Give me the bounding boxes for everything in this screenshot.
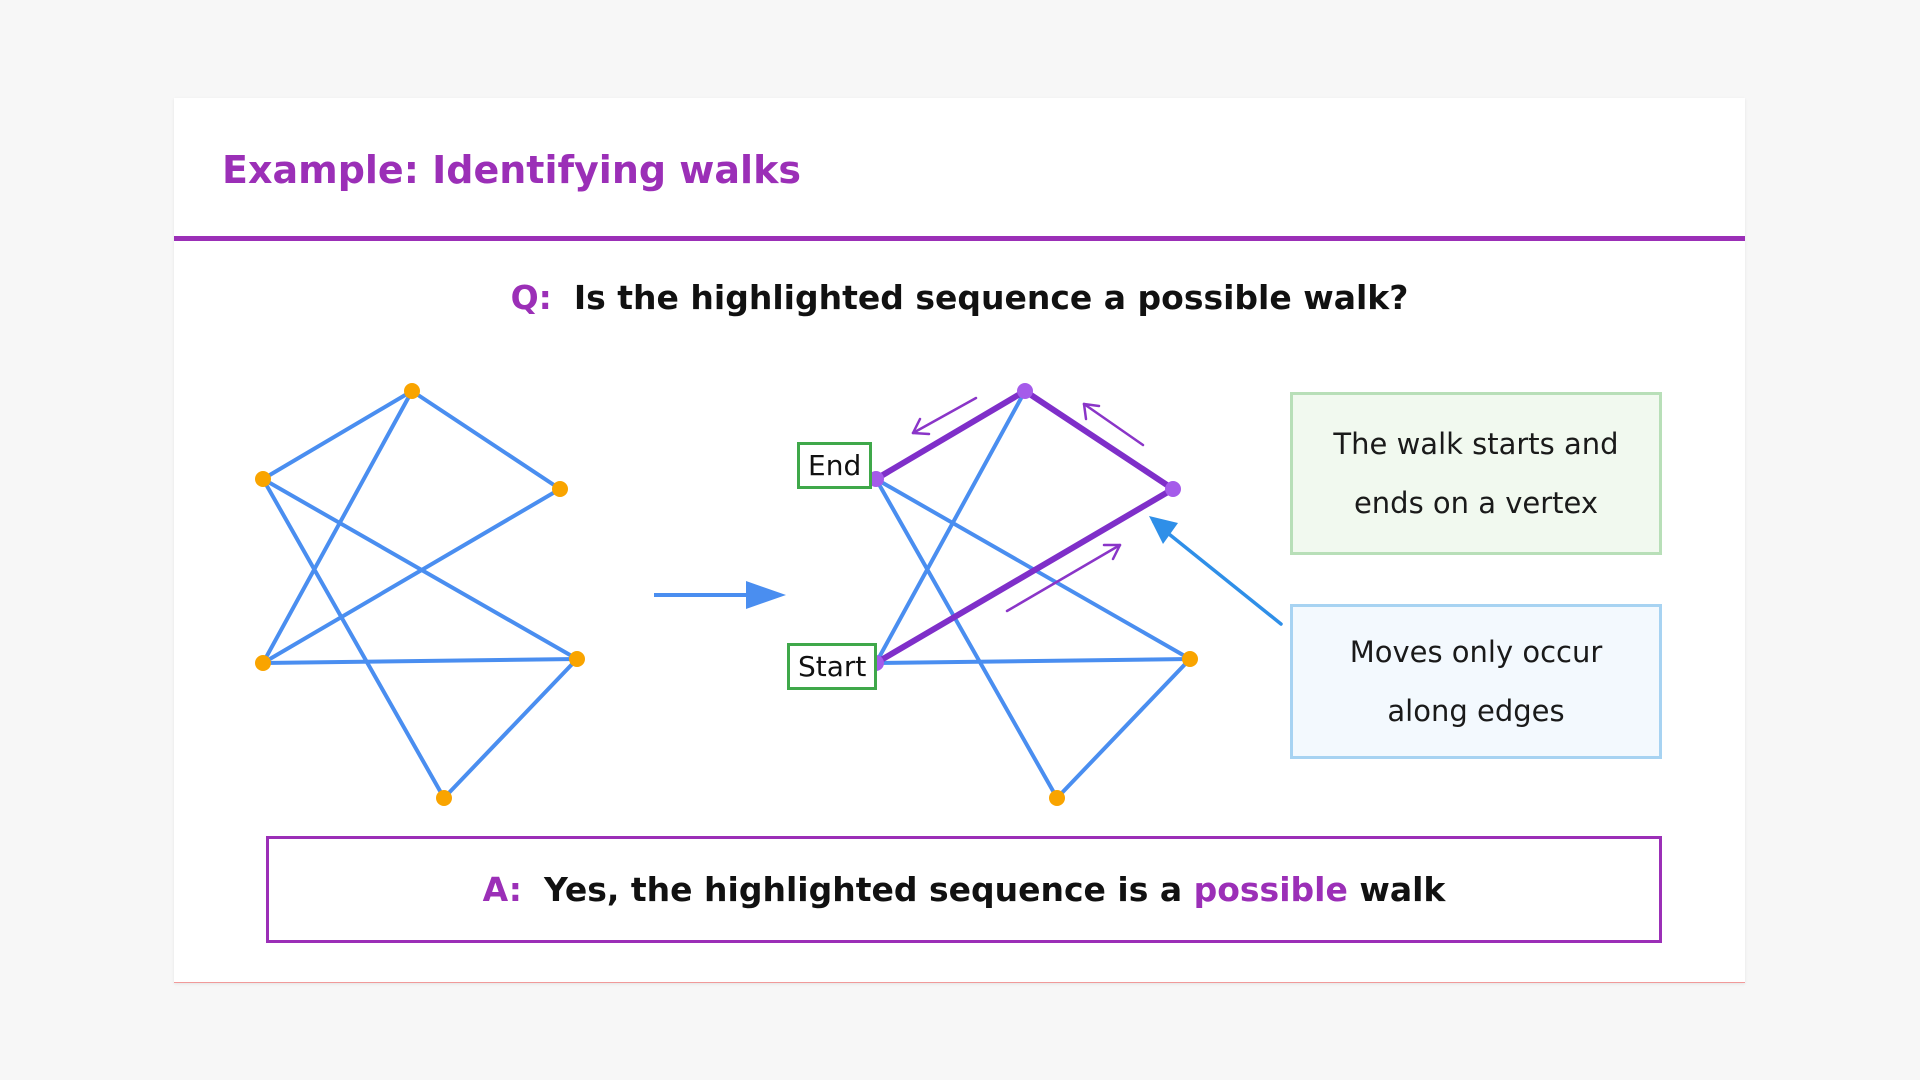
graph-edge — [1055, 657, 1192, 800]
slide: Example: Identifying walks Q: Is the high… — [174, 98, 1745, 983]
vertex-note-text: The walk starts and ends on a vertex — [1333, 426, 1619, 520]
graph-vertex — [1017, 383, 1033, 399]
graph-edge — [874, 389, 1027, 665]
question-label: Q: — [510, 278, 552, 317]
original-graph — [261, 389, 579, 800]
start-label: Start — [787, 643, 878, 690]
graph-edge — [261, 389, 414, 481]
graph-vertex — [255, 655, 271, 671]
right-arrow-icon — [654, 581, 786, 609]
end-label: End — [797, 442, 873, 489]
pointer-arrow-icon — [1149, 516, 1283, 626]
graph-edge — [874, 477, 1059, 800]
small-arrow-icon — [1082, 402, 1145, 447]
small-arrow-icon — [1005, 543, 1122, 613]
walk-path — [873, 388, 1176, 666]
graph-vertex — [552, 481, 568, 497]
walk-edge — [873, 486, 1176, 666]
answer-label: A: — [482, 870, 522, 909]
answer-highlight: possible — [1193, 870, 1348, 909]
walk-direction-arrows — [911, 396, 1145, 613]
graph-edge — [442, 657, 579, 800]
graph-edge — [261, 477, 446, 800]
graph-edge — [261, 487, 562, 665]
question-line: Q: Is the highlighted sequence a possible… — [174, 278, 1745, 317]
answer-suffix: walk — [1359, 870, 1446, 909]
graph-vertex — [1049, 790, 1065, 806]
graph-edge — [261, 657, 579, 665]
walk-edge — [1022, 388, 1176, 492]
edge-note: Moves only occur along edges — [1290, 604, 1662, 759]
original-graph-vertices — [255, 383, 585, 806]
graph-edge — [410, 389, 562, 491]
graph-vertex — [436, 790, 452, 806]
graph-vertex — [1165, 481, 1181, 497]
answer-box: A: Yes, the highlighted sequence is a pos… — [266, 836, 1662, 943]
graph-edge — [261, 389, 414, 665]
graph-vertex — [1182, 651, 1198, 667]
graph-edge — [874, 657, 1192, 665]
small-arrow-icon — [911, 396, 978, 436]
title-divider — [174, 236, 1745, 241]
walk-edge — [873, 388, 1028, 482]
graph-vertex — [404, 383, 420, 399]
answer-prefix: Yes, the highlighted sequence is a — [543, 870, 1183, 909]
edge-note-text: Moves only occur along edges — [1349, 634, 1603, 728]
graph-diagram — [255, 383, 1283, 806]
vertex-note: The walk starts and ends on a vertex — [1290, 392, 1662, 555]
question-text: Is the highlighted sequence a possible w… — [573, 278, 1409, 317]
graph-vertex — [569, 651, 585, 667]
slide-title: Example: Identifying walks — [222, 148, 801, 192]
graph-vertex — [255, 471, 271, 487]
